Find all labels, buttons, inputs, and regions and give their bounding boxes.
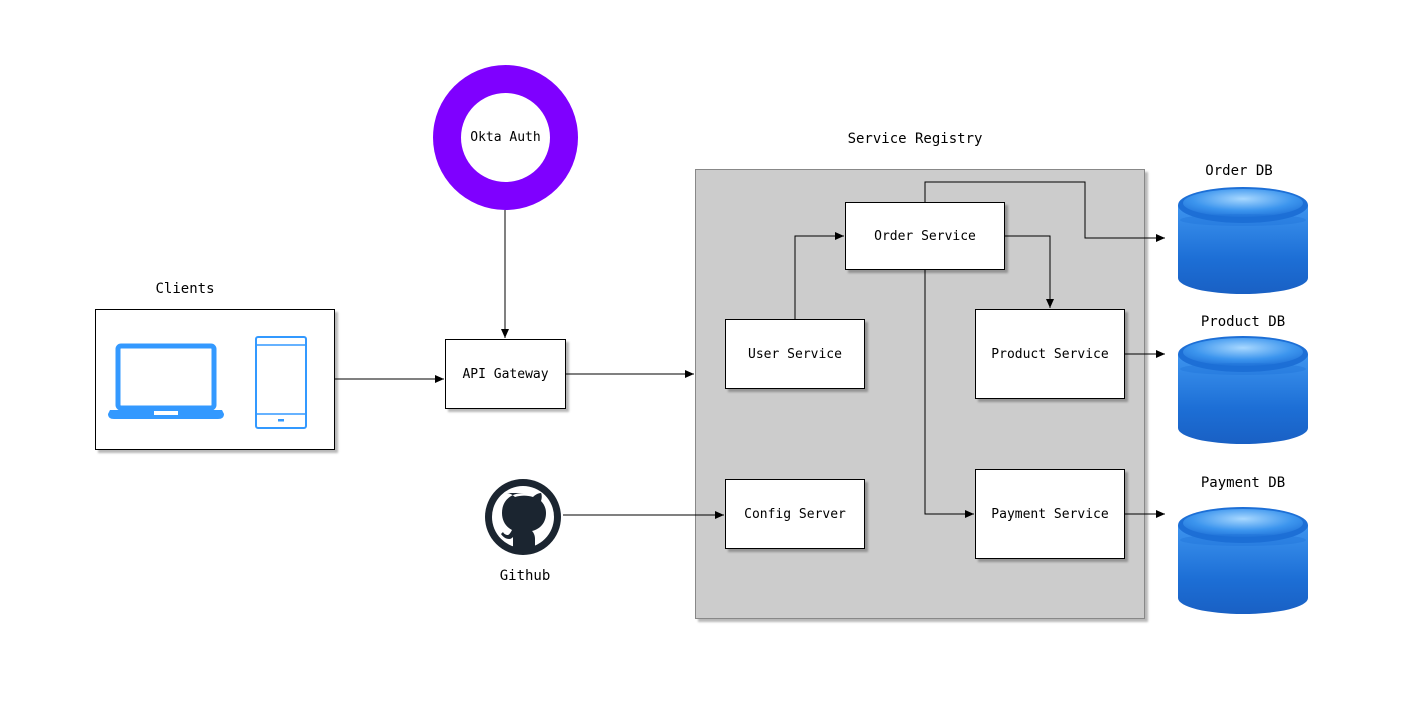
config-server-box: Config Server [725,479,865,549]
service-registry-title: Service Registry [847,131,983,147]
github-label: Github [499,568,551,584]
product-db-label: Product DB [1200,314,1286,330]
payment-service-box: Payment Service [975,469,1125,559]
okta-auth-label: Okta Auth [461,93,550,182]
user-service-box: User Service [725,319,865,389]
mobile-phone-icon [255,336,307,429]
clients-title: Clients [155,281,215,297]
edge-order-to-product [1005,235,1054,308]
laptop-icon [108,343,224,419]
payment-db-label: Payment DB [1200,475,1286,491]
api-gateway-box: API Gateway [445,339,566,409]
github-icon [485,479,561,555]
clients-devices [108,336,307,429]
clients-box [95,309,335,450]
payment-db-cylinder [1178,507,1308,614]
edge-user-to-order [794,232,844,319]
edge-order-to-payment [924,270,974,518]
order-db-label: Order DB [1205,163,1273,179]
order-db-cylinder [1178,187,1308,294]
edge-order-to-order-db [924,181,1165,242]
product-service-box: Product Service [975,309,1125,399]
okta-auth-node: Okta Auth [433,65,578,210]
product-db-cylinder [1178,336,1308,444]
order-service-box: Order Service [845,202,1005,270]
